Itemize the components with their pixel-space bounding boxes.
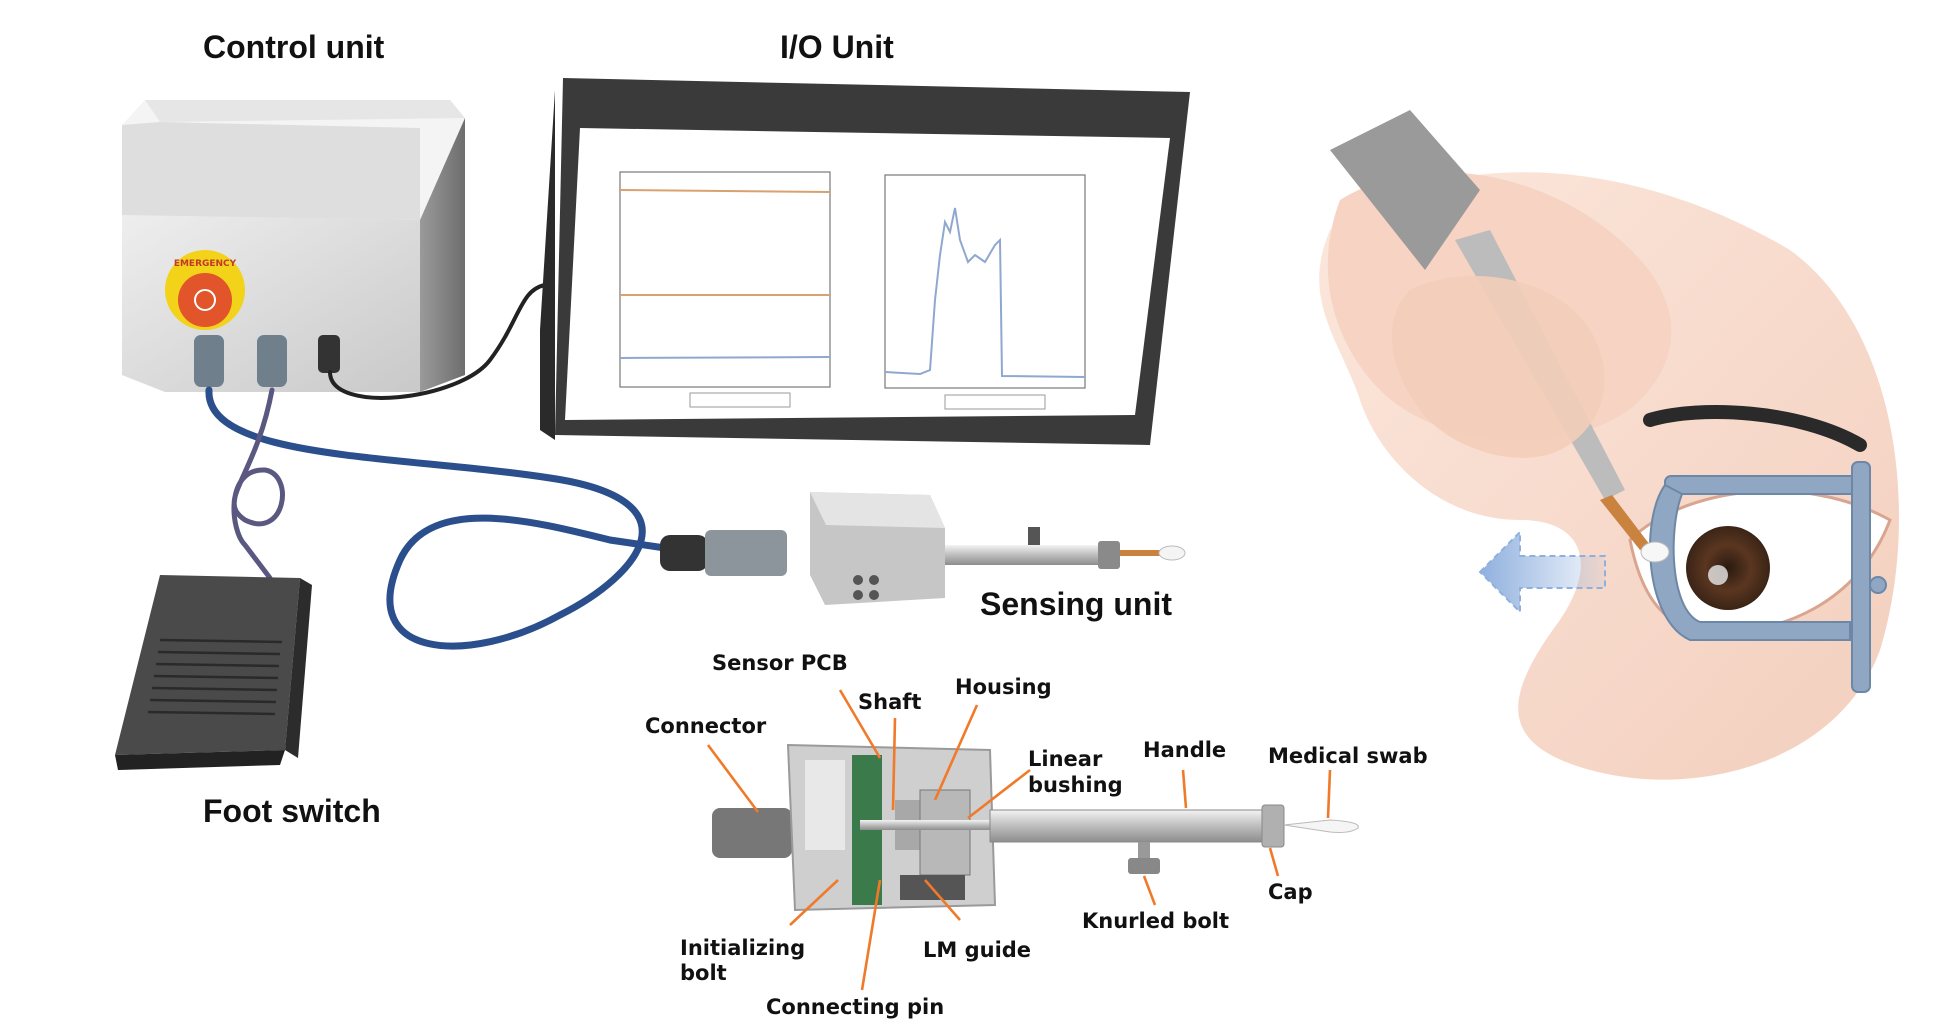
label-lm-guide: LM guide — [923, 938, 1031, 962]
label-sensor-pcb: Sensor PCB — [712, 651, 848, 675]
part-labels: Sensor PCB Shaft Housing Connector Linea… — [645, 651, 1428, 1019]
label-housing: Housing — [955, 675, 1052, 699]
label-medical-swab: Medical swab — [1268, 744, 1428, 768]
label-knurled-bolt: Knurled bolt — [1082, 909, 1229, 933]
label-connector: Connector — [645, 714, 767, 738]
label-initializing-bolt-2: bolt — [680, 961, 727, 985]
io-unit-monitor — [540, 78, 1190, 445]
leader-lines — [706, 689, 1332, 991]
label-initializing-bolt-1: Initializing — [680, 936, 805, 960]
plot-left — [619, 171, 831, 408]
label-connecting-pin: Connecting pin — [766, 995, 944, 1019]
emergency-stop-button[interactable]: EMERGENCY — [165, 250, 245, 330]
direction-arrow-icon — [1478, 529, 1606, 615]
foot-switch-label: Foot switch — [203, 793, 381, 829]
cables — [205, 283, 669, 650]
label-linear-bushing-2: bushing — [1028, 773, 1123, 797]
sensing-unit-cutaway — [712, 743, 1359, 912]
io-unit-label: I/O Unit — [780, 29, 894, 65]
control-unit-ports — [194, 335, 340, 387]
foot-switch-pedal[interactable] — [115, 575, 312, 770]
label-handle: Handle — [1143, 738, 1226, 762]
label-linear-bushing-1: Linear — [1028, 747, 1103, 771]
sensing-unit-device — [660, 492, 1186, 605]
control-unit-label: Control unit — [203, 29, 385, 65]
label-shaft: Shaft — [858, 690, 921, 714]
speculum — [1649, 461, 1887, 693]
control-unit-box — [122, 100, 465, 392]
emergency-text: EMERGENCY — [174, 259, 237, 269]
handpiece-in-hand — [1330, 110, 1670, 563]
plot-right — [884, 174, 1086, 410]
label-cap: Cap — [1268, 880, 1313, 904]
foot-switch-grip-lines — [147, 638, 283, 716]
sensing-unit-label: Sensing unit — [980, 586, 1172, 622]
